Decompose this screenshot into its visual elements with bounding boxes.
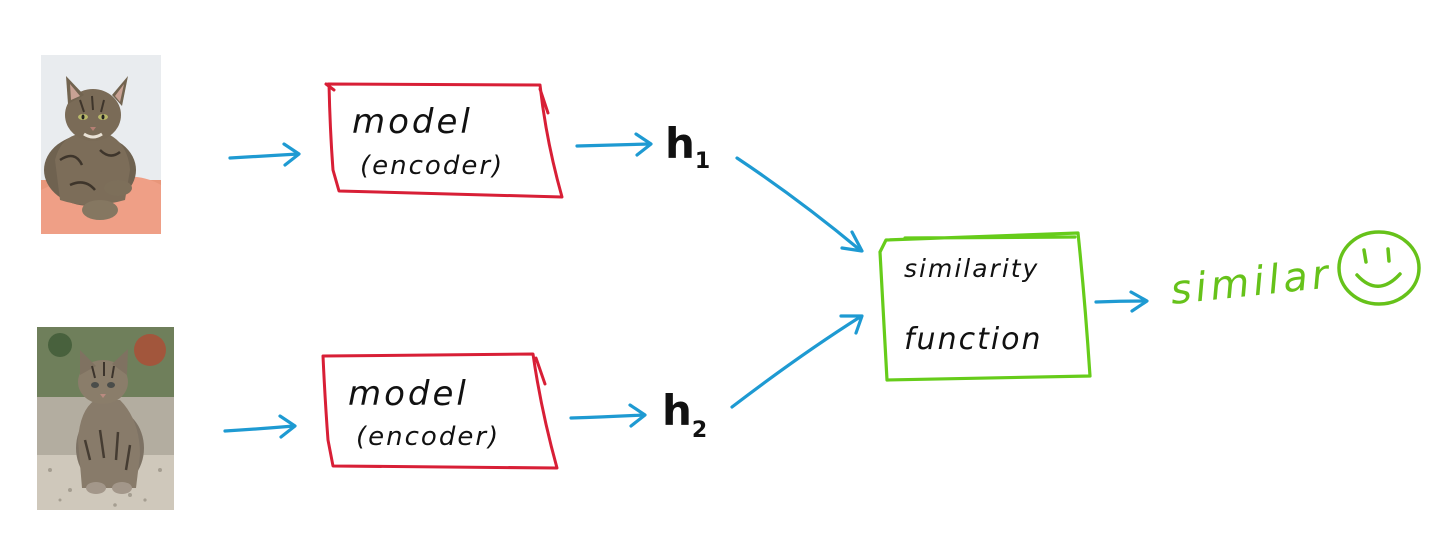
h2-subscript: 2	[692, 418, 707, 443]
similarity-label-line1: similarity	[904, 254, 1039, 283]
arrow-h2-to-similarity	[730, 314, 864, 409]
arrow-similarity-to-result	[1094, 290, 1149, 313]
embedding-h2: h2	[662, 386, 707, 443]
arrow-encoder1-to-h1	[575, 132, 653, 157]
encoder-2-label-line2: (encoder)	[356, 422, 500, 452]
encoder-1-label-line1: model	[352, 102, 473, 142]
similarity-label-line2: function	[904, 322, 1043, 357]
arrow-h1-to-similarity	[735, 156, 864, 253]
arrow-input2-to-encoder2	[223, 414, 297, 439]
encoder-box-2: model (encoder)	[321, 352, 559, 470]
similarity-function-box: similarity function	[878, 231, 1092, 382]
h1-subscript: 1	[695, 149, 710, 174]
h2-base: h	[662, 386, 692, 435]
arrow-encoder2-to-h2	[569, 403, 647, 428]
result-label: similar	[1168, 251, 1334, 314]
svg-text:h1: h1	[665, 119, 710, 174]
embedding-h1: h1	[665, 119, 710, 174]
arrow-input1-to-encoder1	[228, 142, 301, 167]
result: similar	[1168, 230, 1421, 314]
svg-text:h2: h2	[662, 386, 707, 443]
smiley-face-icon	[1337, 230, 1421, 306]
kitten-photo	[37, 327, 174, 510]
h1-base: h	[665, 119, 695, 168]
cat-photo	[41, 55, 161, 234]
encoder-box-1: model (encoder)	[324, 82, 564, 199]
encoder-1-label-line2: (encoder)	[360, 151, 504, 181]
encoder-2-label-line1: model	[348, 374, 469, 414]
